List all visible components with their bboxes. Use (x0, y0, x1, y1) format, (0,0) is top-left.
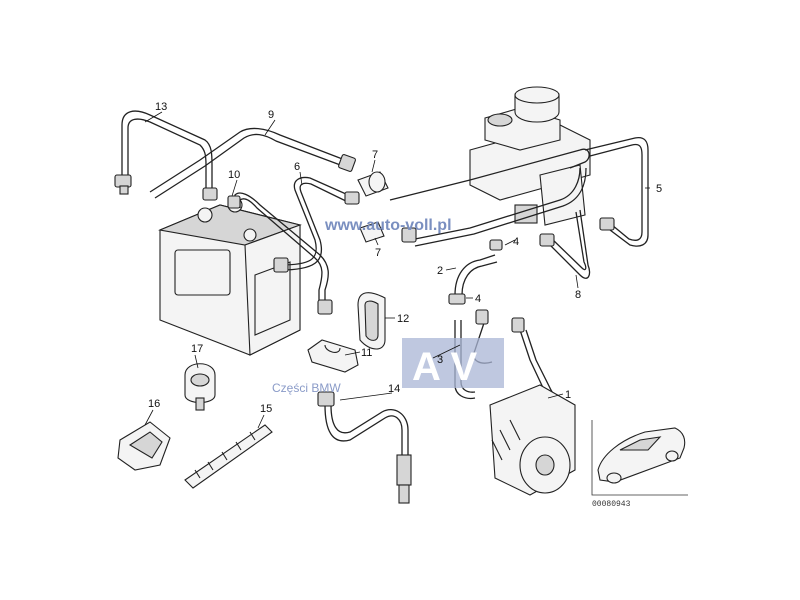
brake-fluid-reservoir (469, 86, 591, 226)
hydraulic-pump (489, 384, 576, 496)
brake-pipes (121, 110, 649, 455)
callout-8: 8 (575, 289, 581, 301)
callout-13: 13 (155, 101, 167, 113)
callout-14: 14 (388, 383, 400, 395)
callout-9: 9 (268, 109, 274, 121)
callout-11: 11 (361, 347, 372, 359)
callout-16: 16 (148, 398, 160, 410)
image-number: 00080943 (592, 500, 631, 509)
callout-10: 10 (228, 169, 240, 181)
watermark-url: www.auto-voll.pl (324, 217, 452, 234)
watermark-logo: A V (412, 345, 478, 389)
callout-numbers: 13 9 10 6 7 7 5 8 4 4 2 3 1 12 11 14 17 … (148, 101, 662, 415)
callout-17: 17 (191, 343, 203, 355)
callout-15: 15 (260, 403, 272, 415)
callout-4-bottom: 4 (475, 293, 481, 305)
watermark-caption: Części BMW (272, 381, 341, 395)
callout-4-top: 4 (513, 236, 519, 248)
clip-16 (117, 421, 171, 471)
callout-5: 5 (656, 183, 662, 195)
bracket-11 (307, 339, 359, 373)
holder-15 (184, 424, 273, 489)
callout-7-bottom: 7 (375, 247, 381, 259)
grommet-12 (357, 292, 386, 350)
callout-6: 6 (294, 161, 300, 173)
leader-lines (144, 111, 650, 429)
callout-2: 2 (437, 265, 443, 277)
callout-3: 3 (437, 354, 443, 366)
vehicle-thumbnail: 00080943 (591, 420, 688, 509)
callout-7-top: 7 (372, 149, 378, 161)
watermark: A V www.auto-voll.pl Części BMW (272, 217, 504, 395)
clip-17 (184, 363, 216, 411)
callout-12: 12 (397, 313, 409, 325)
callout-1: 1 (565, 389, 571, 401)
pipe-fittings (114, 154, 615, 504)
